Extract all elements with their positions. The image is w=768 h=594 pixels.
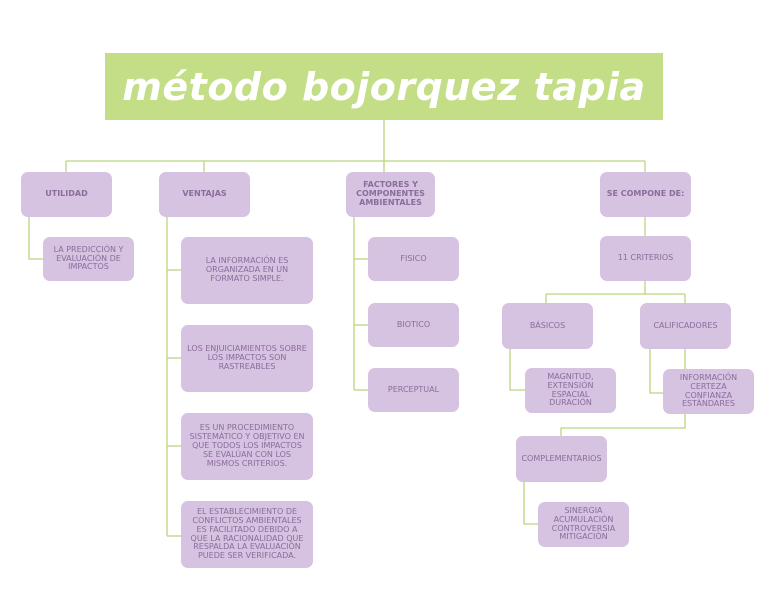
calificadores-node: CALIFICADORES <box>640 303 731 349</box>
basicos-detail: MAGNITUD, EXTENSIÓN ESPACIAL DURACIÓN <box>525 368 616 413</box>
factores-item-biotico: BIOTICO <box>368 303 459 347</box>
branch-factores: FACTORES Y COMPONENTES AMBIENTALES <box>346 172 435 217</box>
branch-utilidad: UTILIDAD <box>21 172 112 217</box>
ventajas-item-2: LOS ENJUICIAMIENTOS SOBRE LOS IMPACTOS S… <box>181 325 313 392</box>
connector-utilidad-child <box>28 217 43 260</box>
ventajas-item-1: LA INFORMACIÓN ES ORGANIZADA EN UN FORMA… <box>181 237 313 304</box>
complementarios-detail: SINERGIA ACUMULACIÓN CONTROVERSIA MITIGA… <box>538 502 629 547</box>
criterios-node: 11 CRITERIOS <box>600 236 691 281</box>
connector-basicos-detail <box>509 349 525 391</box>
branch-compone: SE COMPONE DE: <box>600 172 691 217</box>
connector-complementarios-detail <box>523 482 538 525</box>
basicos-node: BÁSICOS <box>502 303 593 349</box>
ventajas-item-3: ES UN PROCEDIMIENTO SISTEMÁTICO Y OBJETI… <box>181 413 313 480</box>
utilidad-item: LA PREDICCIÓN Y EVALUACIÓN DE IMPACTOS <box>43 237 134 281</box>
factores-item-perceptual: PERCEPTUAL <box>368 368 459 412</box>
calificadores-detail: INFORMACIÓN CERTEZA CONFIANZA ESTÁNDARES <box>663 369 754 414</box>
connector-calificadores-detail <box>649 349 663 394</box>
page-title: método bojorquez tapia <box>105 53 663 120</box>
connector-criterios-split <box>545 281 686 303</box>
branch-ventajas: VENTAJAS <box>159 172 250 217</box>
complementarios-node: COMPLEMENTARIOS <box>516 436 607 482</box>
ventajas-item-4: EL ESTABLECIMIENTO DE CONFLICTOS AMBIENT… <box>181 501 313 568</box>
factores-item-fisico: FISICO <box>368 237 459 281</box>
